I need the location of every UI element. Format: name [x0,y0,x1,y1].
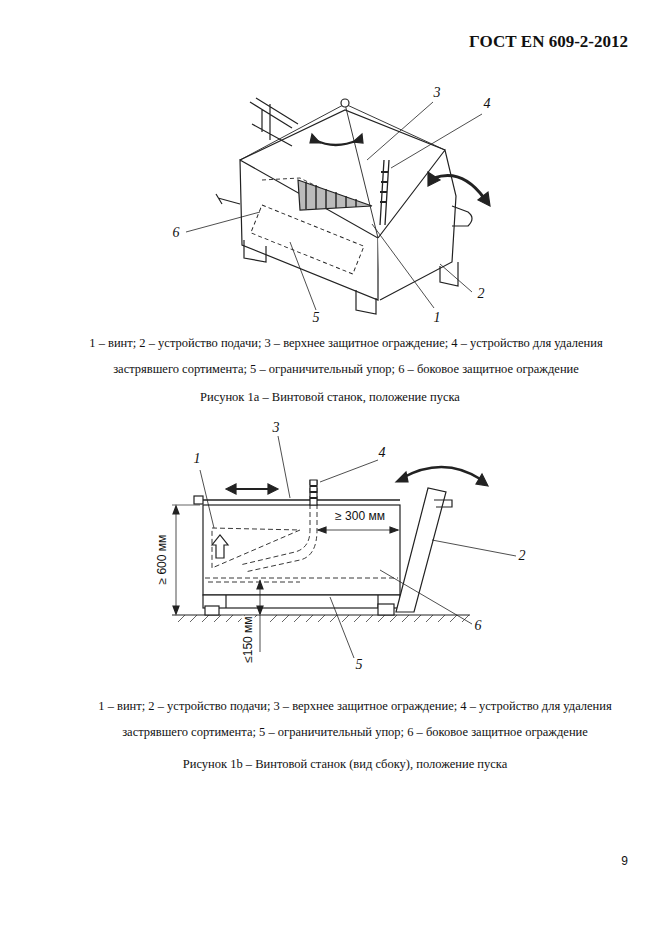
callout-number: 5 [313,310,320,325]
figure-key: 1 – винт; 2 – устройство подачи; 3 – вер… [66,330,626,382]
figure-caption: Рисунок 1а – Винтовой станок, положение … [200,391,460,405]
dimension-label: ≥ 600 мм [156,534,169,586]
callout-number: 3 [273,420,280,435]
callout-number: 3 [434,85,441,100]
dimension-label: ≤150 мм [241,616,254,664]
callout-number: 2 [519,548,526,563]
figure-caption: Рисунок 1b – Винтовой станок (вид сбоку)… [183,758,507,772]
page-number: 9 [621,855,628,868]
callout-number: 6 [475,618,482,633]
callout-number: 5 [356,657,363,672]
figure-key: 1 – винт; 2 – устройство подачи; 3 – вер… [75,693,635,745]
callout-number: 4 [379,445,386,460]
callout-number: 2 [478,286,485,301]
document-header: ГОСТ EN 609-2-2012 [469,33,628,52]
callout-number: 4 [484,96,491,111]
dimension-label: ≥ 300 мм [334,510,386,523]
callout-number: 1 [434,310,441,325]
callout-number: 1 [194,451,201,466]
callout-number: 6 [173,225,180,240]
